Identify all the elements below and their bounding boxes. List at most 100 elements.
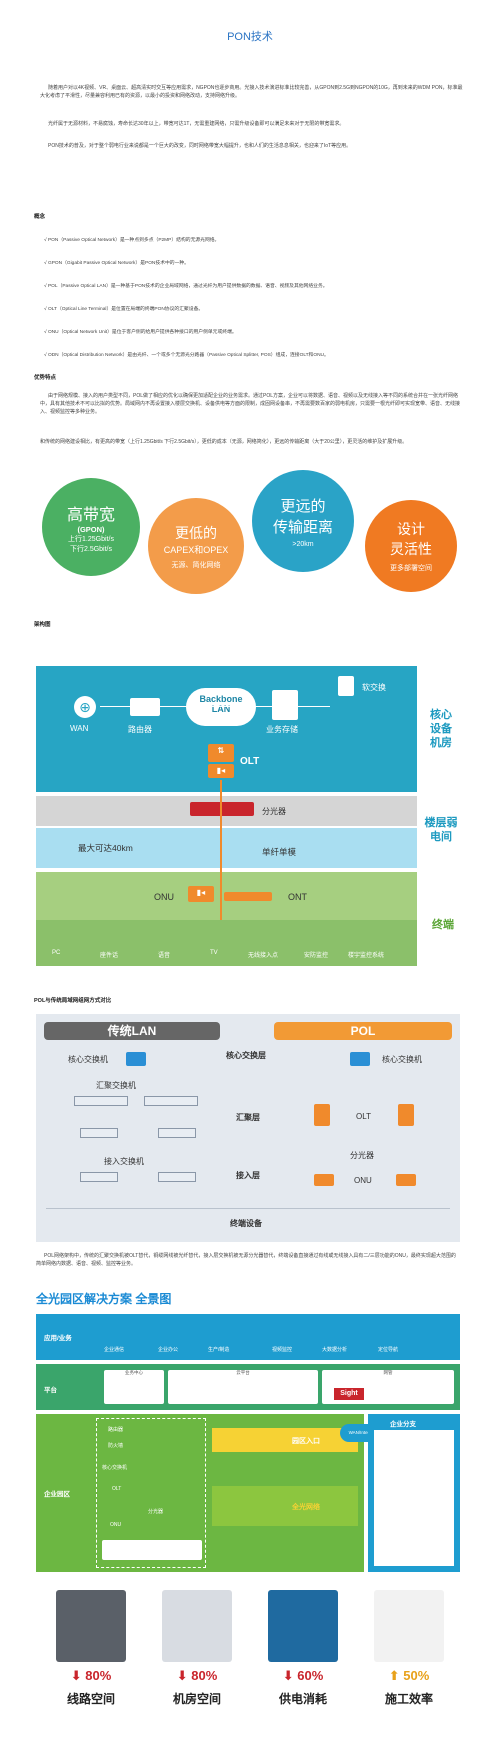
distance-label: 最大可达40km (78, 843, 133, 853)
platform-label: 平台 (44, 1387, 57, 1394)
circle-lower-cost: 更低的 CAPEX和OPEX 无源、简化网络 (148, 498, 244, 594)
down-arrow-icon: ⬇ (176, 1668, 188, 1683)
tag-label: 核心交换机 (102, 1465, 128, 1471)
down-arrow-icon: ⬇ (70, 1668, 82, 1683)
concept-item: √ POL（Passive Optical LAN）是一种基于PON技术的企业局… (44, 284, 328, 289)
link-line (100, 706, 330, 707)
app-label: 定位导航 (378, 1347, 399, 1353)
stat-label: 供电消耗 (278, 1692, 327, 1706)
device-label: 语音 (158, 953, 171, 959)
device-label: 楼宇监控系统 (348, 953, 385, 959)
storage-label: 业务存储 (266, 725, 298, 734)
circle-title: 设计 (397, 521, 425, 537)
tag-label: 防火墙 (108, 1443, 124, 1449)
stat-number: 50% (403, 1668, 430, 1683)
platform-box: 云平台 (168, 1370, 318, 1404)
circle-longer-distance: 更远的 传输距离 >20km (252, 470, 354, 572)
ont-device (224, 892, 272, 901)
side-label-floor: 楼层弱电间 (424, 817, 458, 843)
terminal-strip (102, 1540, 202, 1560)
router-label: 路由器 (128, 725, 152, 734)
server-icon (272, 690, 298, 720)
circle-text: 灵活性 (390, 541, 432, 557)
device-label: PC (52, 950, 61, 956)
fiber-line (220, 780, 222, 960)
photo-cable (56, 1590, 126, 1662)
circle-high-bandwidth: 高带宽 (GPON) 上行1.25Gbit/s 下行2.5Gbit/s (42, 478, 140, 576)
stat-value: ⬆ 50% (369, 1668, 449, 1684)
entry-band (212, 1428, 358, 1452)
circle-text: >20km (292, 540, 314, 548)
section-heading: 概念 (34, 214, 46, 220)
section-heading: 架构图 (34, 622, 51, 628)
section-heading: 优势特点 (34, 375, 57, 381)
pol-splitter-label: 分光器 (350, 1151, 374, 1160)
branch-panel (374, 1430, 454, 1566)
intro-paragraph: 光纤属于无源材料，不易腐蚀，寿命长达30年以上，带宽可达1T，无需重建网络，只需… (48, 121, 345, 127)
allopt-band (212, 1486, 358, 1526)
app-label: 企业通信 (104, 1347, 125, 1353)
down-arrow-icon: ⬇ (282, 1668, 294, 1683)
lan-core-label: 核心交换机 (68, 1055, 108, 1064)
access-label: 接入交换机 (104, 1157, 144, 1166)
wan-label: WAN (70, 724, 89, 733)
tag-label: 分光器 (148, 1509, 164, 1515)
concept-item: √ ODN（Optical Distribution Network）是由光纤、… (44, 353, 329, 358)
circle-title: 更远的 (280, 497, 326, 515)
pol-core-label: 核心交换机 (382, 1055, 422, 1064)
onu-label: ONU (154, 892, 174, 902)
app-label: 视频监控 (272, 1347, 293, 1353)
singlemode-label: 单纤单模 (262, 847, 297, 857)
stat-label: 线路空间 (66, 1692, 115, 1706)
access-switch (80, 1128, 118, 1138)
concept-item: √ GPON（Gigabit Passive Optical Network）是… (44, 261, 189, 266)
divider (46, 1208, 450, 1209)
agg-layer-label: 汇聚层 (236, 1113, 260, 1122)
photo-worker (374, 1590, 444, 1662)
access-switch (158, 1128, 196, 1138)
lan-header: 传统LAN (44, 1022, 220, 1040)
circle-title: 更低的 (175, 524, 217, 541)
park-label: 企业园区 (44, 1491, 70, 1498)
up-arrow-icon: ⬆ (388, 1668, 400, 1683)
stat-value: ⬇ 60% (263, 1668, 343, 1684)
stat-number: 60% (297, 1668, 324, 1683)
photo-server-room (162, 1590, 232, 1662)
splitter-device (190, 802, 254, 816)
pol-onu-label: ONU (354, 1176, 372, 1185)
tag-label: 路由器 (108, 1427, 124, 1433)
concept-item: √ PON（Passive Optical Network）是一种点到多点（P2… (44, 238, 220, 243)
circle-text: (GPON) (77, 524, 105, 534)
apps-label: 应用/业务 (44, 1335, 72, 1342)
switch-icon (126, 1052, 146, 1066)
app-label: 企业办公 (158, 1347, 179, 1353)
side-label-core: 核心设备机房 (430, 709, 452, 749)
park-frame (96, 1418, 206, 1568)
intro-paragraph: PON技术的普及，对于整个弱电行业来说都是一个巨大的改变，同时网络带宽大幅提升，… (48, 143, 352, 149)
entry-label: 园区入口 (292, 1438, 320, 1445)
intro-paragraph: 随着用户对以4K视频、VR、桌面云、超高清实时交互等应用需求，NGPON也逐步商… (40, 85, 463, 99)
app-label: 大数据分析 (322, 1347, 348, 1353)
floor-band (36, 828, 417, 868)
switch-icon (350, 1052, 370, 1066)
advantages-paragraph: 由于网络规模、接入的用户类型不同，POL做了相应的优化以确保更加适配企业的业务需… (40, 393, 461, 415)
onu-icon (314, 1174, 334, 1186)
access-layer-label: 接入层 (236, 1171, 260, 1180)
globe-icon: ⊕ (74, 696, 96, 718)
stat-value: ⬇ 80% (157, 1668, 237, 1684)
agg-switch (74, 1096, 128, 1106)
concept-item: √ OLT（Optical Line Terminal）是位置在局端的终端PON… (44, 307, 204, 312)
tag-label: ONU (110, 1522, 122, 1528)
access-switch (158, 1172, 196, 1182)
stat-value: ⬇ 80% (51, 1668, 131, 1684)
splitter-label: 分光器 (262, 807, 286, 816)
stat-number: 80% (191, 1668, 218, 1683)
circle-text: CAPEX和OPEX (163, 544, 229, 555)
advantages-summary: 和传统的网络建设相比，有更高的带宽（上行1.25Gbit/s 下行2.5Gbit… (40, 439, 408, 445)
olt-icon-lower: ▮◂ (208, 764, 234, 778)
backbone-text: Backbone (199, 694, 243, 704)
pol-header: POL (274, 1022, 452, 1040)
olt-icon: ⇅ (208, 744, 234, 762)
tag-label: OLT (112, 1486, 122, 1492)
